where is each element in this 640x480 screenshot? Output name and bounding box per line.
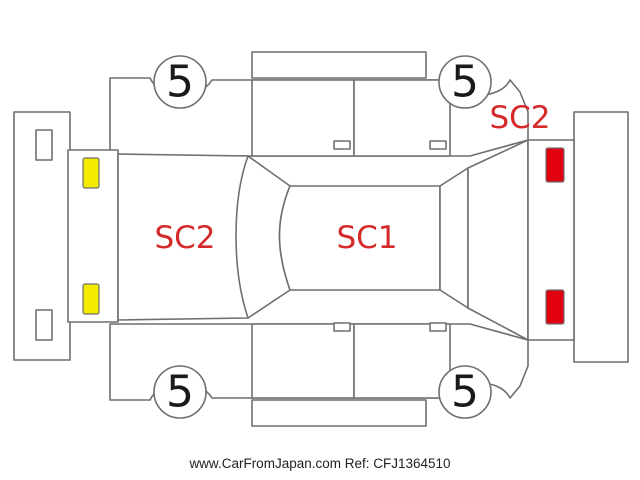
rear-bumper xyxy=(573,111,629,363)
lower-side-panel xyxy=(109,322,529,427)
taillamps xyxy=(545,147,565,325)
headlamp-lower xyxy=(82,283,100,315)
tire-circle xyxy=(153,55,207,109)
roof-panel xyxy=(278,185,441,291)
tire-condition-value: 5 xyxy=(166,367,194,418)
tire-rear-lower: 5 xyxy=(438,365,492,419)
front-bumper xyxy=(13,111,71,361)
watermark-footer: www.CarFromJapan.com Ref: CFJ1364510 xyxy=(0,456,640,471)
tire-condition-value: 5 xyxy=(451,367,479,418)
upper-side-panel xyxy=(109,51,529,157)
damage-mark-hood: SC2 xyxy=(154,220,215,256)
tire-front-lower: 5 xyxy=(153,365,207,419)
damage-mark-roof: SC1 xyxy=(336,220,397,256)
headlamps xyxy=(82,157,100,315)
site-url: www.CarFromJapan.com xyxy=(189,456,341,471)
rear-window xyxy=(439,167,469,309)
taillamp-upper xyxy=(545,147,565,183)
tire-condition-value: 5 xyxy=(451,57,479,108)
tire-front-upper: 5 xyxy=(153,55,207,109)
tire-circle xyxy=(438,365,492,419)
tire-circle xyxy=(153,365,207,419)
tire-rear-upper: 5 xyxy=(438,55,492,109)
hood-panel xyxy=(67,149,249,323)
tire-condition-value: 5 xyxy=(166,57,194,108)
tire-circle xyxy=(438,55,492,109)
taillamp-lower xyxy=(545,289,565,325)
headlamp-upper xyxy=(82,157,100,189)
damage-mark-rear-quarter: SC2 xyxy=(489,100,550,136)
reference-number: Ref: CFJ1364510 xyxy=(344,456,451,471)
